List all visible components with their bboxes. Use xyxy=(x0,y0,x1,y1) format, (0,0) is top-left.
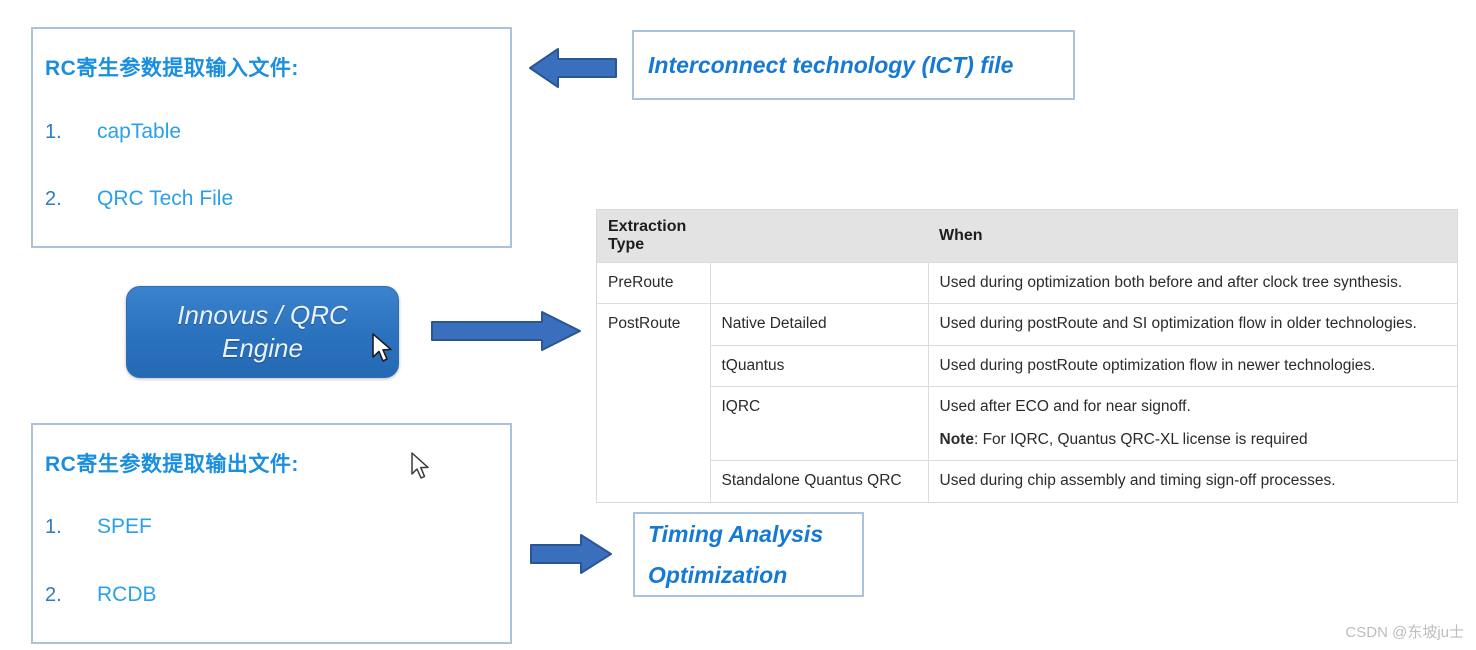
input-list-item-2-label: QRC Tech File xyxy=(97,187,234,210)
cell-when: Used during chip assembly and timing sig… xyxy=(928,460,1457,502)
cell-when: Used during postRoute optimization flow … xyxy=(928,344,1457,387)
cell-when-line: Used after ECO and for near signoff. xyxy=(939,398,1191,416)
cell-subtype: Native Detailed xyxy=(710,303,929,346)
extraction-type-table: Extraction Type When PreRoute Used durin… xyxy=(596,209,1458,503)
output-list-item-1-label: SPEF xyxy=(97,515,152,538)
rc-input-files-title: RC寄生参数提取输入文件: xyxy=(45,57,299,80)
input-list-item-1: 1. capTable xyxy=(45,120,181,144)
input-list-item-2: 2. QRC Tech File xyxy=(45,187,233,211)
innovus-qrc-engine-block[interactable]: Innovus / QRC Engine xyxy=(126,286,399,378)
timing-analysis-line-2: Optimization xyxy=(648,562,788,588)
cell-subtype: tQuantus xyxy=(710,344,929,387)
innovus-qrc-engine-label: Innovus / QRC Engine xyxy=(177,299,348,363)
input-list-item-1-number: 1. xyxy=(45,121,62,143)
cell-subtype xyxy=(710,261,929,304)
csdn-watermark: CSDN @东坡ju士 xyxy=(1345,624,1464,641)
cell-subtype: Standalone Quantus QRC xyxy=(710,460,929,502)
output-list-item-1-number: 1. xyxy=(45,516,62,538)
input-list-item-2-number: 2. xyxy=(45,188,62,210)
table-header-blank xyxy=(710,210,928,263)
arrow-ict-to-input xyxy=(528,44,618,92)
output-list-item-2: 2. RCDB xyxy=(45,583,157,607)
cell-note-label: Note xyxy=(939,430,974,448)
cell-when: Used during postRoute and SI optimizatio… xyxy=(928,303,1457,346)
output-list-item-2-label: RCDB xyxy=(97,583,157,606)
table-row: PreRoute Used during optimization both b… xyxy=(597,261,1457,304)
table-row: IQRC Used after ECO and for near signoff… xyxy=(597,386,1457,461)
output-list-item-1: 1. SPEF xyxy=(45,515,152,539)
ict-file-box xyxy=(632,30,1075,100)
rc-output-files-title: RC寄生参数提取输出文件: xyxy=(45,453,299,476)
cell-note-text: : For IQRC, Quantus QRC-XL license is re… xyxy=(973,430,1308,448)
table-row: tQuantus Used during postRoute optimizat… xyxy=(597,344,1457,387)
cell-extraction-type: PreRoute xyxy=(597,261,711,304)
arrow-output-to-timing xyxy=(529,530,613,578)
mouse-cursor-output-box xyxy=(410,452,432,487)
cell-when-with-note: Used after ECO and for near signoff. Not… xyxy=(928,386,1457,461)
output-list-item-2-number: 2. xyxy=(45,584,62,606)
cell-subtype: IQRC xyxy=(710,386,929,461)
table-header-when: When xyxy=(928,210,1457,263)
table-header-row: Extraction Type When xyxy=(597,210,1457,263)
ict-file-label: Interconnect technology (ICT) file xyxy=(648,52,1014,78)
arrow-engine-to-table xyxy=(430,308,582,354)
rc-input-files-box xyxy=(31,27,512,248)
cell-note: Note: For IQRC, Quantus QRC-XL license i… xyxy=(940,429,1447,451)
table-row: PostRoute Native Detailed Used during po… xyxy=(597,303,1457,502)
timing-analysis-box xyxy=(633,512,864,597)
table-header-extraction-type: Extraction Type xyxy=(597,210,710,263)
cell-when: Used during optimization both before and… xyxy=(928,261,1457,304)
input-list-item-1-label: capTable xyxy=(97,120,182,143)
timing-analysis-line-1: Timing Analysis xyxy=(648,521,824,547)
table-row: Standalone Quantus QRC Used during chip … xyxy=(597,460,1457,502)
mouse-cursor-engine xyxy=(371,333,395,370)
rc-output-files-box xyxy=(31,423,512,644)
cell-extraction-type: PostRoute xyxy=(597,303,711,502)
